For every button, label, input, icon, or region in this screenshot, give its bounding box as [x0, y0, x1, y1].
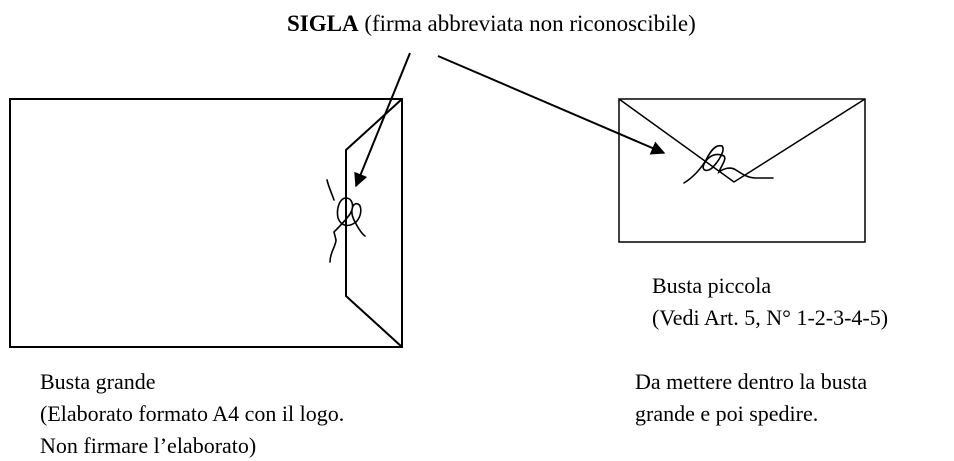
- big-envelope-signature: [326, 179, 366, 263]
- instruction-line1: Da mettere dentro la busta: [635, 369, 868, 394]
- sigla-title: SIGLA (firma abbreviata non riconoscibil…: [287, 10, 696, 38]
- small-envelope: [618, 98, 866, 243]
- big-envelope-label: Busta grande: [40, 369, 156, 394]
- big-envelope: [9, 98, 403, 348]
- sigla-title-rest: (firma abbreviata non riconoscibile): [358, 11, 696, 36]
- big-envelope-flap: [345, 98, 403, 348]
- small-envelope-body: [618, 98, 866, 243]
- small-envelope-signature: [683, 144, 774, 184]
- arrow-to-small-envelope: [437, 55, 666, 155]
- big-envelope-note-line2: Non firmare l’elaborato): [40, 433, 257, 458]
- big-envelope-note-line1: (Elaborato formato A4 con il logo.: [40, 401, 345, 426]
- arrow-to-big-envelope: [354, 52, 411, 188]
- small-envelope-label: Busta piccola: [652, 273, 772, 298]
- instruction-line2: grande e poi spedire.: [635, 401, 819, 426]
- sigla-title-bold: SIGLA: [287, 11, 359, 36]
- small-envelope-note: (Vedi Art. 5, N° 1-2-3-4-5): [652, 305, 889, 330]
- small-envelope-flap: [618, 98, 866, 183]
- big-envelope-body: [9, 98, 403, 348]
